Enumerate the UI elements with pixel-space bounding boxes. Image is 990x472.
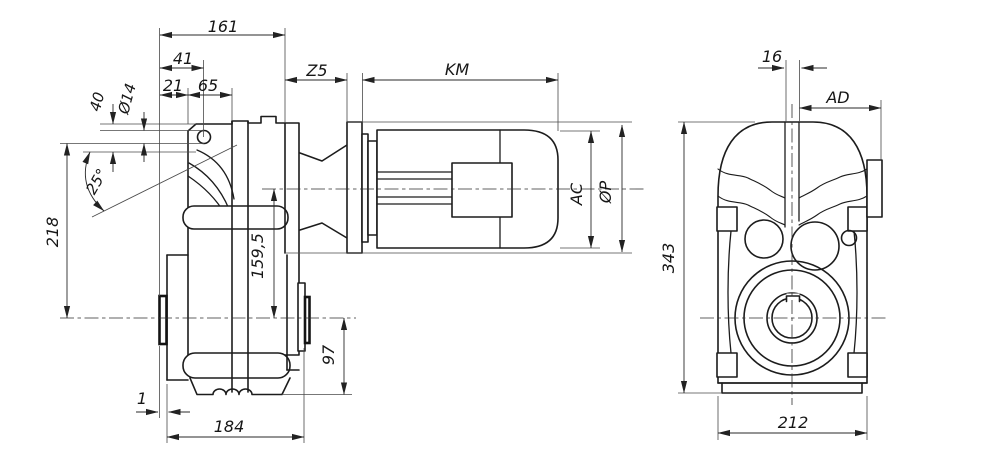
lower-boss-band [182,352,291,379]
dim-label-diaP: ØP [596,181,615,205]
plug-hole [840,229,858,247]
dim-label-161: 161 [208,17,239,36]
dim-label-218: 218 [43,217,62,248]
motor-ring-1 [361,133,369,243]
input-shaft-circle [744,219,784,259]
front-view: 16 AD 343 212 [659,47,886,440]
hollow-shaft-cap-left [158,294,168,346]
dimension-lines-front [680,64,882,437]
dim-label-km: KM [445,60,469,79]
terminal-box-side [866,159,883,218]
corner-pads [716,206,868,378]
base [717,382,868,394]
centerlines-front [700,104,886,405]
motor-adapter [299,144,348,239]
cast-seam-lines [717,168,868,226]
dim-label-159-5: 159,5 [248,233,267,279]
dim-label-97: 97 [319,344,338,365]
dim-label-dia14: Ø14 [114,81,140,116]
keyway [785,295,801,303]
upper-boss-band [182,205,289,230]
dimension-lines-side [63,31,626,441]
foot [189,377,291,396]
stator-lines [376,171,453,205]
dim-label-65: 65 [198,76,218,95]
intermediate-shaft-circle [790,221,840,271]
dim-label-21: 21 [163,76,183,95]
dim-label-40: 40 [86,90,108,113]
dim-label-212: 212 [778,413,809,432]
side-view: 161 41 21 65 Z5 KM 40 Ø14 25° 218 159,5 … [43,17,645,443]
angle-leg [91,144,238,218]
dimension-labels-front: 16 AD 343 212 [659,47,850,432]
dim-label-16: 16 [762,47,782,66]
hollow-shaft-cap-right [303,295,311,345]
reducer-body [187,115,300,356]
inner-walls [727,230,858,354]
dimension-labels-side: 161 41 21 65 Z5 KM 40 Ø14 25° 218 159,5 … [43,17,615,436]
dim-label-41: 41 [173,49,193,68]
dim-label-ac: AC [567,182,586,206]
dim-label-ad: AD [825,88,849,107]
dim-label-343: 343 [659,243,678,274]
angle-arc [82,151,105,212]
motor-flange [346,121,363,254]
dim-label-z5: Z5 [305,61,327,80]
motor-ring-2 [367,140,378,236]
centerlines-side [60,188,645,319]
terminal-box [451,162,513,218]
dim-label-184: 184 [214,417,245,436]
central-rib [784,121,800,228]
dim-label-25deg: 25° [82,165,111,197]
motor [346,121,559,254]
dim-label-1: 1 [137,389,147,408]
